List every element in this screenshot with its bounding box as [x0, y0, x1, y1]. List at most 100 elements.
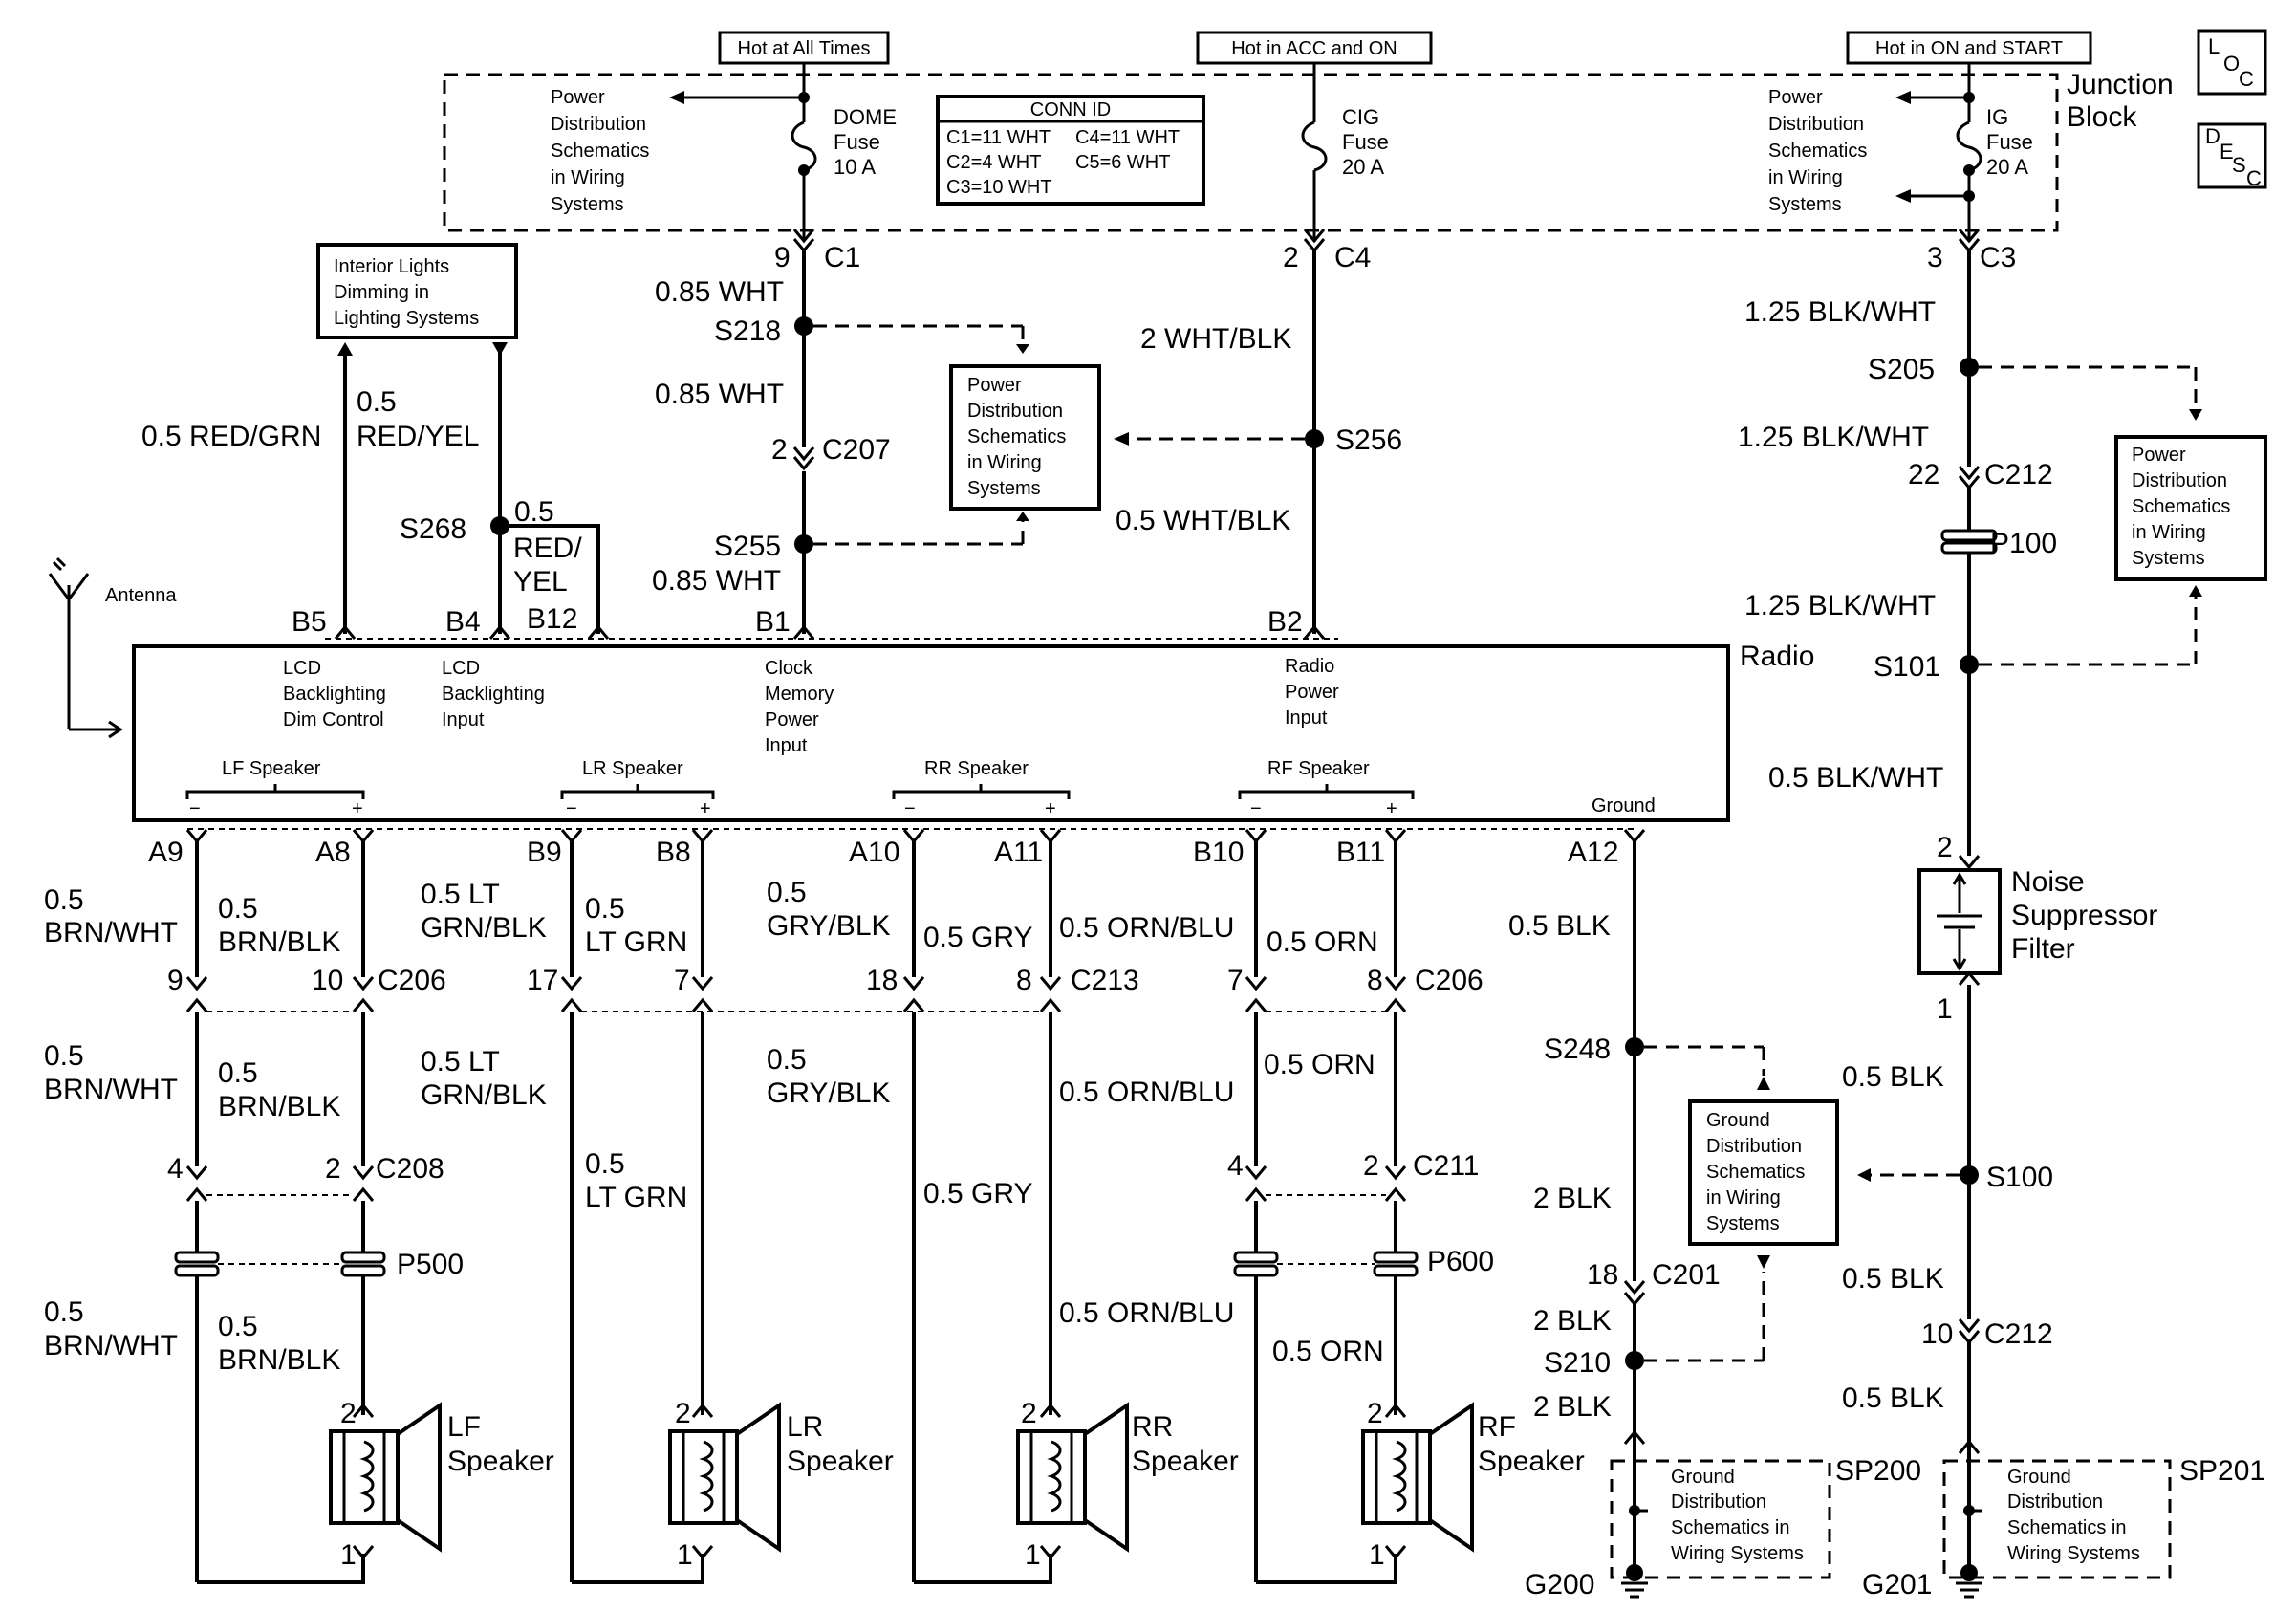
svg-text:0.5 LT: 0.5 LT — [421, 879, 500, 910]
svg-text:Schematics: Schematics — [551, 141, 649, 162]
svg-text:0.5: 0.5 — [585, 893, 625, 925]
svg-text:B8: B8 — [656, 837, 691, 868]
svg-text:Schematics: Schematics — [1706, 1162, 1805, 1183]
svg-text:Power: Power — [1768, 87, 1823, 108]
svg-text:2: 2 — [1021, 1398, 1037, 1429]
ground-g200: G200 — [1525, 1564, 1648, 1600]
svg-text:RF: RF — [1478, 1411, 1516, 1443]
svg-text:0.5 ORN/BLU: 0.5 ORN/BLU — [1059, 1297, 1234, 1329]
svg-text:S101: S101 — [1874, 651, 1940, 683]
svg-text:C2=4 WHT: C2=4 WHT — [946, 152, 1041, 173]
svg-text:S255: S255 — [714, 531, 781, 562]
svg-text:0.5: 0.5 — [218, 893, 258, 925]
svg-text:Schematics: Schematics — [967, 426, 1066, 447]
svg-text:B11: B11 — [1336, 837, 1385, 868]
svg-text:Memory: Memory — [765, 684, 834, 705]
svg-text:SP201: SP201 — [2179, 1455, 2265, 1487]
location-icon[interactable]: L O C — [2197, 29, 2267, 96]
svg-text:Distribution: Distribution — [2132, 470, 2227, 491]
svg-text:0.5 BLK/WHT: 0.5 BLK/WHT — [1768, 762, 1943, 794]
svg-text:Power: Power — [2132, 445, 2186, 466]
svg-text:BRN/BLK: BRN/BLK — [218, 1344, 340, 1376]
svg-text:2: 2 — [1283, 242, 1299, 273]
svg-text:Ground: Ground — [2007, 1467, 2071, 1488]
svg-text:C5=6 WHT: C5=6 WHT — [1075, 152, 1170, 173]
svg-text:Distribution: Distribution — [1706, 1136, 1802, 1157]
hot-in-on-and-start-label: Hot in ON and START — [1846, 31, 2092, 75]
pds-box-center: Power Distribution Schematics in Wiring … — [949, 364, 1101, 511]
svg-text:C1=11 WHT: C1=11 WHT — [946, 127, 1051, 148]
description-icon[interactable]: D E S C — [2197, 122, 2267, 190]
svg-text:C1: C1 — [824, 242, 860, 273]
svg-text:RR: RR — [1132, 1411, 1173, 1443]
svg-text:C211: C211 — [1413, 1150, 1480, 1182]
noise-suppressor-filter: Noise Suppressor Filter 1 — [1917, 866, 2157, 1025]
svg-text:P600: P600 — [1427, 1246, 1494, 1277]
svg-text:Ground: Ground — [1671, 1467, 1735, 1488]
svg-text:Backlighting: Backlighting — [283, 684, 386, 705]
svg-text:Junction: Junction — [2067, 69, 2174, 100]
svg-text:Speaker: Speaker — [447, 1446, 554, 1477]
antenna-icon: Antenna — [48, 556, 177, 739]
svg-text:−: − — [904, 798, 916, 819]
svg-text:Radio: Radio — [1740, 641, 1814, 672]
svg-text:Power: Power — [1285, 682, 1339, 703]
pds-text-right: Power Distribution Schematics in Wiring … — [1768, 87, 1867, 215]
clock-memory-circuit: 0.85 WHT S218 0.85 WHT 2 C207 S255 0.85 … — [652, 250, 1029, 634]
svg-text:Suppressor: Suppressor — [2011, 900, 2157, 931]
svg-text:1: 1 — [1369, 1539, 1385, 1571]
svg-text:Dimming in: Dimming in — [334, 282, 429, 303]
svg-text:Hot at All Times: Hot at All Times — [738, 38, 871, 59]
svg-text:0.5: 0.5 — [44, 1040, 84, 1072]
svg-text:BRN/WHT: BRN/WHT — [44, 917, 178, 948]
svg-text:Radio: Radio — [1285, 656, 1334, 677]
svg-text:2: 2 — [675, 1398, 691, 1429]
svg-text:S248: S248 — [1544, 1034, 1611, 1065]
svg-text:RED/YEL: RED/YEL — [357, 421, 479, 452]
radio-ground-circuit: 0.5 BLK S248 2 BLK 18 C201 2 BLK S210 2 … — [1508, 829, 1770, 1573]
svg-text:C: C — [2239, 67, 2254, 91]
svg-text:4: 4 — [167, 1153, 184, 1185]
svg-text:O: O — [2223, 52, 2240, 76]
svg-text:2: 2 — [1367, 1398, 1383, 1429]
svg-text:Distribution: Distribution — [967, 401, 1063, 422]
junction-block: Junction Block — [443, 69, 2174, 232]
svg-text:C3=10 WHT: C3=10 WHT — [946, 177, 1052, 198]
svg-text:in Wiring: in Wiring — [2132, 522, 2206, 543]
svg-text:2: 2 — [1937, 832, 1953, 863]
svg-text:C206: C206 — [1415, 965, 1484, 996]
svg-text:0.5 GRY: 0.5 GRY — [923, 922, 1033, 953]
svg-text:Schematics in: Schematics in — [2007, 1517, 2127, 1538]
svg-text:B10: B10 — [1193, 837, 1244, 868]
svg-text:1: 1 — [1025, 1539, 1041, 1571]
svg-text:GRN/BLK: GRN/BLK — [421, 912, 547, 944]
svg-text:2 BLK: 2 BLK — [1533, 1183, 1612, 1214]
svg-text:Systems: Systems — [551, 194, 624, 215]
svg-text:C208: C208 — [376, 1153, 444, 1185]
svg-text:SP200: SP200 — [1835, 1455, 1921, 1487]
svg-text:DOME: DOME — [834, 105, 897, 129]
svg-text:Input: Input — [442, 709, 485, 730]
svg-text:10: 10 — [312, 965, 343, 996]
svg-text:LCD: LCD — [283, 658, 321, 679]
svg-text:GRY/BLK: GRY/BLK — [767, 1078, 891, 1109]
svg-text:C212: C212 — [1984, 1318, 2053, 1350]
dome-fuse: DOME Fuse 10 A — [669, 75, 897, 239]
svg-text:+: + — [352, 798, 363, 819]
svg-text:1.25 BLK/WHT: 1.25 BLK/WHT — [1744, 296, 1936, 328]
svg-text:1: 1 — [340, 1539, 357, 1571]
svg-text:0.5 BLK: 0.5 BLK — [1842, 1061, 1944, 1093]
svg-text:RF Speaker: RF Speaker — [1267, 758, 1370, 779]
svg-text:22: 22 — [1908, 459, 1939, 490]
cig-fuse: CIG Fuse 20 A — [1301, 75, 1389, 239]
svg-text:Speaker: Speaker — [1132, 1446, 1239, 1477]
svg-text:2: 2 — [771, 434, 788, 466]
svg-text:B4: B4 — [445, 606, 481, 638]
svg-text:0.5 WHT/BLK: 0.5 WHT/BLK — [1116, 505, 1290, 536]
svg-text:0.85 WHT: 0.85 WHT — [655, 379, 784, 410]
hot-at-all-times-label: Hot at All Times — [718, 31, 890, 75]
svg-text:LT GRN: LT GRN — [585, 926, 687, 958]
svg-text:8: 8 — [1367, 965, 1383, 996]
interior-lights-dimming-box: Interior Lights Dimming in Lighting Syst… — [316, 243, 518, 339]
